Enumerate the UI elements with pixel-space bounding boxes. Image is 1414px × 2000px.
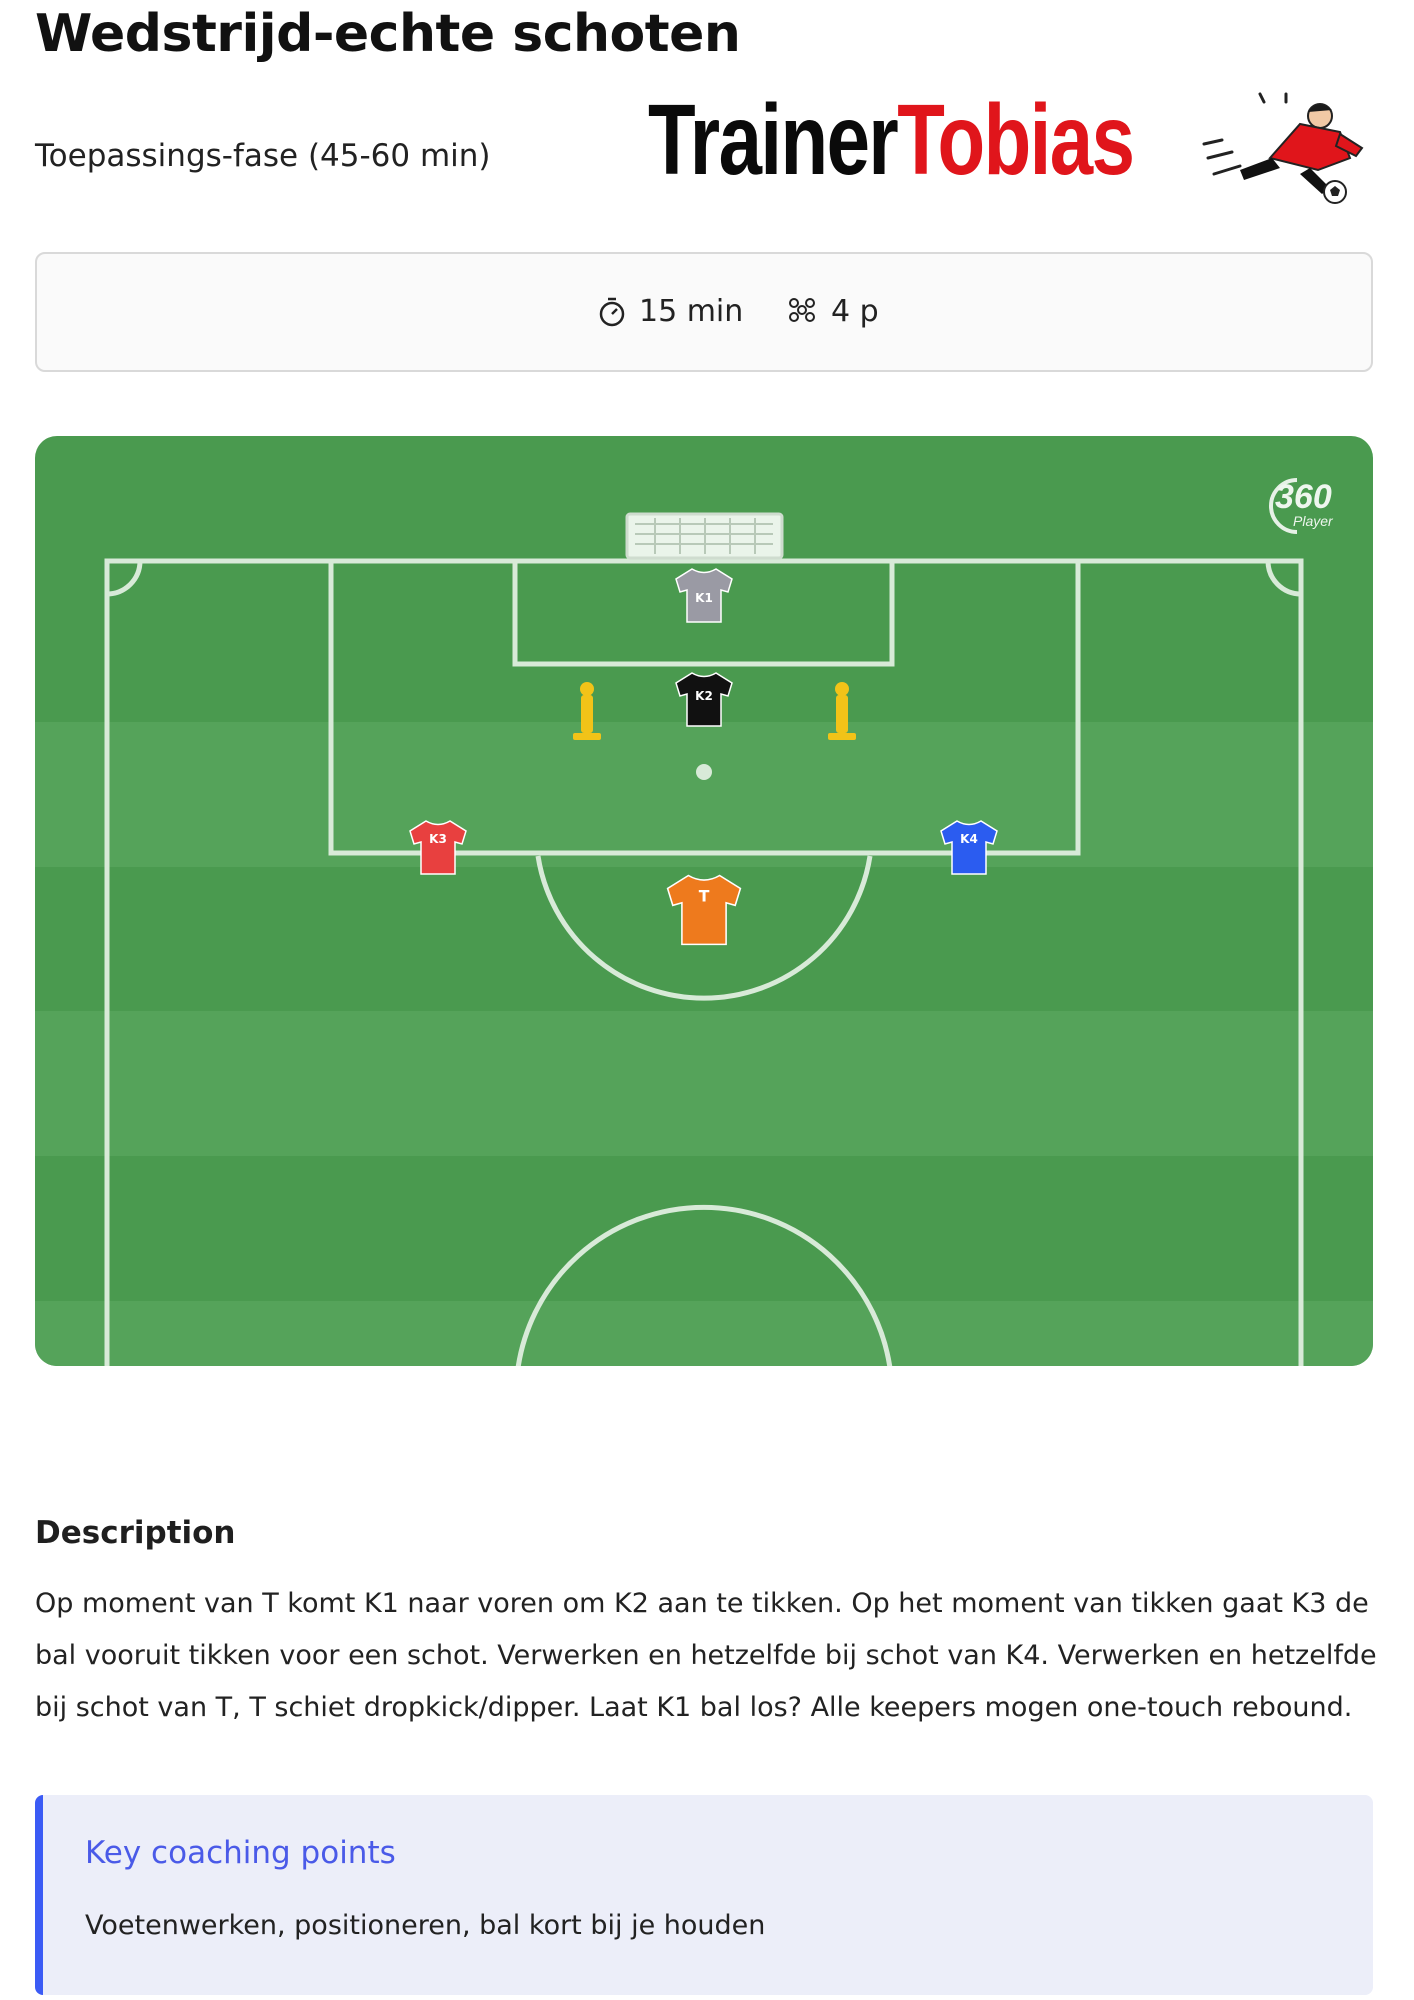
duration-item: 15 min	[597, 294, 743, 329]
watermark-text: Player	[1293, 513, 1334, 529]
mannequin-left-icon	[573, 682, 601, 740]
footballer-mascot-icon	[1202, 92, 1364, 204]
page-title: Wedstrijd-echte schoten	[35, 4, 741, 64]
player-k2-jersey: K2	[675, 672, 733, 727]
coaching-points-heading: Key coaching points	[85, 1835, 396, 1871]
ball-icon	[696, 764, 712, 780]
phase-subtitle: Toepassings-fase (45-60 min)	[35, 138, 491, 174]
player-k4-label: K4	[960, 832, 978, 846]
mannequin-right-icon	[828, 682, 856, 740]
player-k1-jersey: K1	[675, 568, 733, 623]
watermark-number: 360	[1275, 478, 1332, 516]
player-k2-label: K2	[695, 689, 713, 703]
player-t-label: T	[699, 888, 710, 906]
pitch-diagram: 360 Player K1 K2 K3	[35, 436, 1373, 1366]
trainertobias-logo: TrainerTobias	[648, 90, 1135, 190]
stopwatch-icon	[599, 297, 625, 326]
360-player-watermark: 360 Player	[1269, 478, 1334, 534]
player-k3-jersey: K3	[409, 820, 467, 875]
logo-text-tobias: Tobias	[897, 84, 1135, 196]
player-k4-jersey: K4	[940, 820, 998, 875]
players-value: 4 p	[831, 294, 879, 329]
player-k3-label: K3	[429, 832, 447, 846]
logo-text-trainer: Trainer	[648, 84, 899, 196]
players-item: 4 p	[785, 294, 879, 329]
player-t-jersey: T	[666, 874, 742, 946]
duration-value: 15 min	[639, 294, 744, 329]
player-k1-label: K1	[695, 591, 713, 605]
coaching-points-text: Voetenwerken, positioneren, bal kort bij…	[85, 1910, 766, 1941]
coaching-points-box: Key coaching points Voetenwerken, positi…	[35, 1795, 1373, 1995]
session-meta-bar: 15 min 4 p	[35, 252, 1373, 372]
players-icon	[789, 297, 815, 322]
description-text: Op moment van T komt K1 naar voren om K2…	[35, 1588, 1377, 1723]
description-heading: Description	[35, 1515, 236, 1551]
goal-icon	[625, 512, 784, 560]
